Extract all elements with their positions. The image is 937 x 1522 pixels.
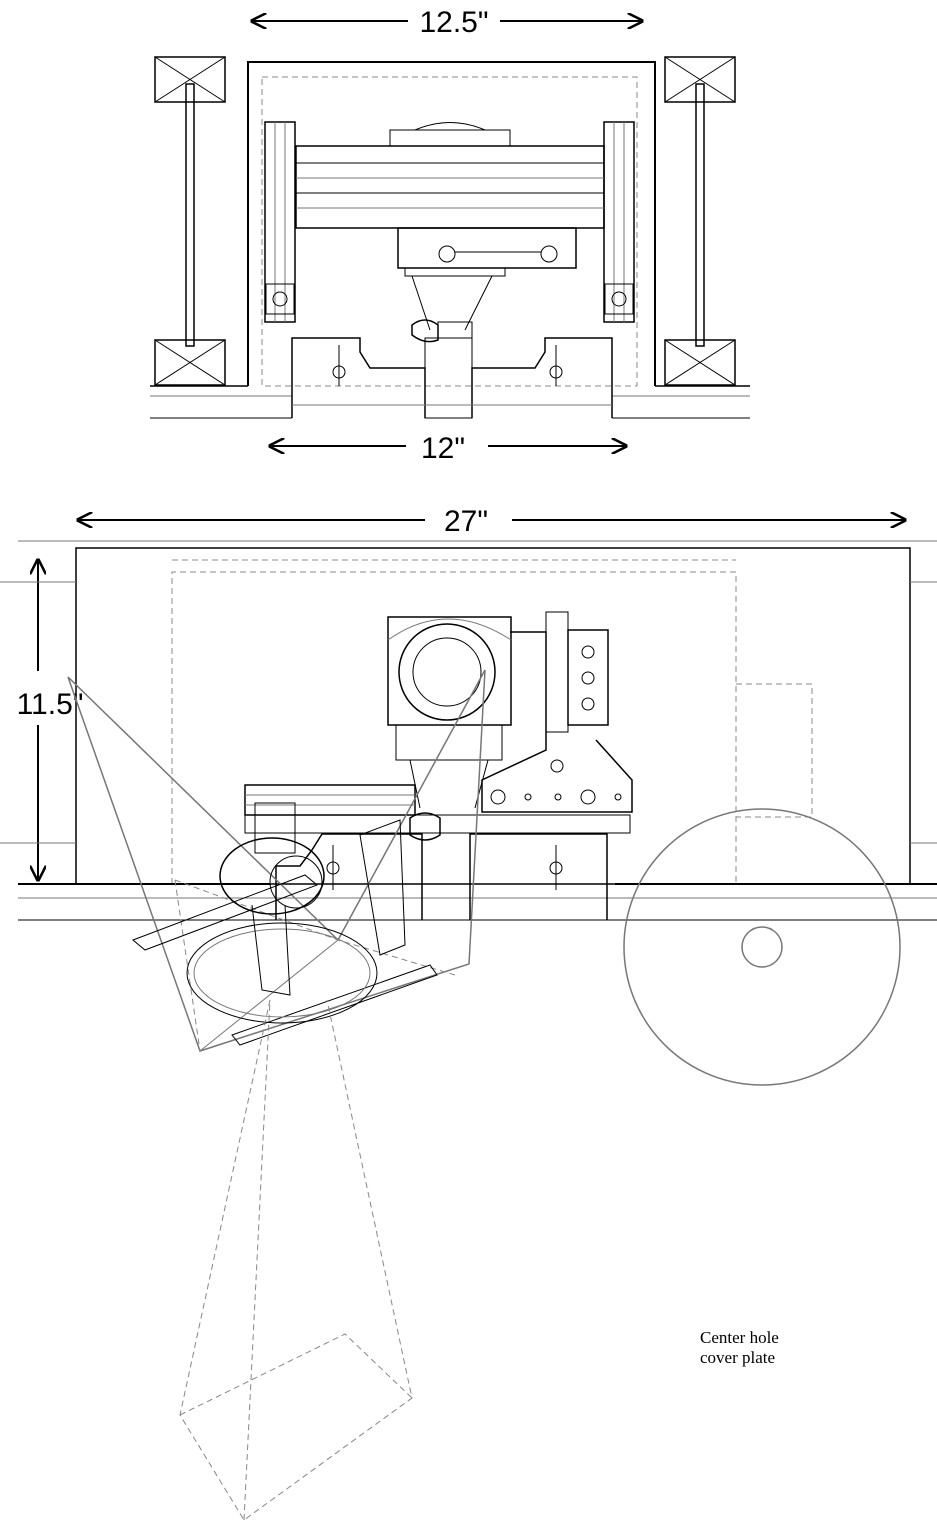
dim-base-width: 12" (270, 432, 626, 465)
front-view: 12.5" (150, 6, 750, 465)
dim-side-width: 27" (78, 505, 905, 538)
label-base-width: 12" (421, 432, 465, 465)
center-hole (741, 926, 783, 968)
caption-line-2: cover plate (700, 1348, 775, 1367)
side-view: 27" 11.5" (0, 505, 937, 921)
cover-plate: Center hole cover plate (623, 808, 901, 1367)
label-top-width: 12.5" (419, 6, 488, 39)
right-stand (664, 56, 736, 386)
label-side-height: 11.5" (17, 688, 84, 721)
cover-plate-disc (623, 808, 901, 1086)
left-stand (154, 56, 226, 386)
isometric-view (67, 669, 486, 1521)
caption-line-1: Center hole (700, 1328, 779, 1347)
label-side-width: 27" (444, 505, 488, 538)
dim-top-width: 12.5" (252, 6, 642, 39)
